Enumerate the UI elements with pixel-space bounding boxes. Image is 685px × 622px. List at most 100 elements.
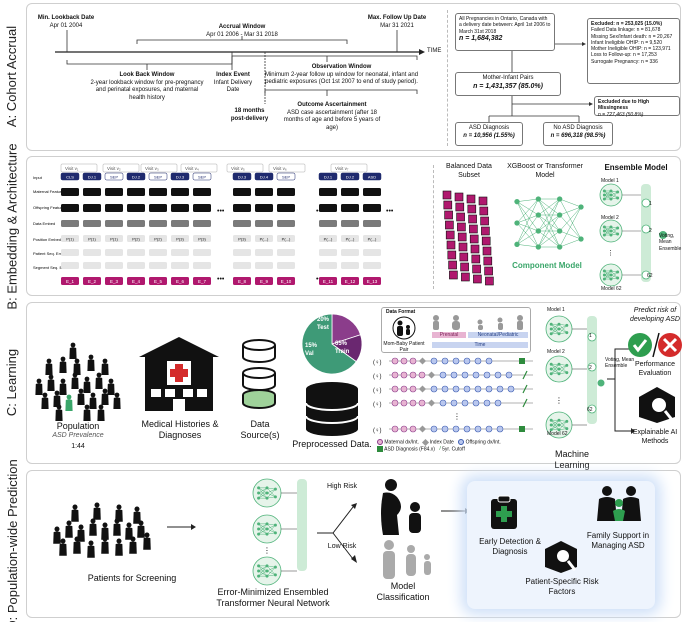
person-head [114,392,120,398]
divider [433,165,434,289]
data-embed [149,220,167,227]
ensemble-network-diagram: ⋮ [252,478,307,586]
output-embedding [193,277,211,285]
net-node [257,486,261,490]
patient-seq-embed [319,249,337,256]
visit-header [102,163,140,173]
output-embedding [363,277,381,285]
feature-box [105,204,123,212]
net-edge [610,227,618,236]
panel-b-label: B: Embedding & Architecture [4,142,20,310]
index-date-marker [418,357,427,365]
mother-infant-pairs-box: Mother-Infant Pairs n = 1,431,357 (85.0%… [455,72,561,96]
net-edge [558,324,567,333]
net-node [602,189,606,193]
offspring-event [472,399,480,407]
model-label: Model 1 [547,307,565,313]
visit-header [140,163,178,173]
voting-label: Voting, Mean Ensemble [659,233,682,252]
person-head [102,358,108,364]
output-token: E_12 [345,279,356,284]
net-edge [604,226,612,236]
net-edge [559,206,582,232]
position-token: P(2) [154,237,162,242]
net-edge [258,487,268,494]
segment-seq-embed [61,262,79,269]
data-block [479,206,489,216]
net-node [557,428,561,432]
model-label: Model 2 [547,349,565,355]
feature-box [149,204,167,212]
prenatal-label: Prenatal [432,332,466,339]
data-embed [277,220,295,227]
output-token: E_9 [260,279,269,284]
patient-seq-embed [127,249,145,256]
feature-box [193,188,211,196]
balanced-data-stacks [442,190,494,286]
offspring-event [474,385,482,393]
asd-title: ASD Diagnosis [468,125,510,131]
patient-seq-embed [255,249,273,256]
offspring-event [474,357,482,365]
pie-val-label: 15% Val [305,343,318,357]
person-head [66,520,72,526]
data-block [460,262,469,272]
net-edge [516,222,539,232]
net-edge [551,328,560,334]
net-edge [266,488,276,499]
person-body [87,545,95,558]
net-node [265,532,269,536]
network-label: Error-Minimized Ensembled Transformer Ne… [216,587,330,608]
net-node [616,270,620,274]
net-node [273,487,277,491]
person-body [137,525,145,538]
person-body [65,399,73,411]
offspring-event [485,385,493,393]
offspring-event [474,425,482,433]
maternal-event [391,371,399,379]
feature-box [61,204,79,212]
pie-slice [331,313,362,345]
net-node [609,193,613,197]
net-edge [558,421,567,430]
net-edge [516,201,539,232]
feature-box [363,204,381,212]
min-lookback-date: Apr 01 2004 [49,22,83,29]
data-block [466,194,476,204]
offspring-event [441,425,449,433]
data-embed [61,220,79,227]
person-body [83,381,91,393]
net-node [616,196,620,200]
patient-seq-embed [277,249,295,256]
position-embed [255,235,273,242]
person-head [130,536,136,542]
feature-box [83,188,101,196]
person-head [56,404,62,410]
component-label: Component Model [512,261,582,270]
net-node [557,212,563,218]
cutoff-marker [522,398,528,408]
person-head [116,504,122,510]
net-node [257,491,261,495]
model-label: Model 62 [601,286,622,292]
data-block [454,192,464,202]
model-label: Model 62 [547,431,568,437]
ellipsis: ••• [217,208,225,215]
check-x-icon [628,332,682,358]
excluded-title: Excluded: n = 253,025 (15.0%) [591,21,663,27]
net-node [257,574,261,578]
noasd-n: n = 696,318 (98.5%) [550,132,606,139]
split-pie-chart [301,313,363,375]
net-node [557,372,561,376]
input-token-label: CLS [66,175,74,180]
net-node [557,228,563,234]
offspring-event [494,399,502,407]
maternal-event [400,357,408,365]
input-token-label: DJ.2 [132,175,141,180]
net-node [557,244,563,250]
position-embed [171,235,189,242]
excluded-missing-box: Excluded due to High Missingness n = 727… [594,96,680,118]
person-body [89,397,97,409]
net-node [565,331,569,335]
person-body [73,363,81,375]
